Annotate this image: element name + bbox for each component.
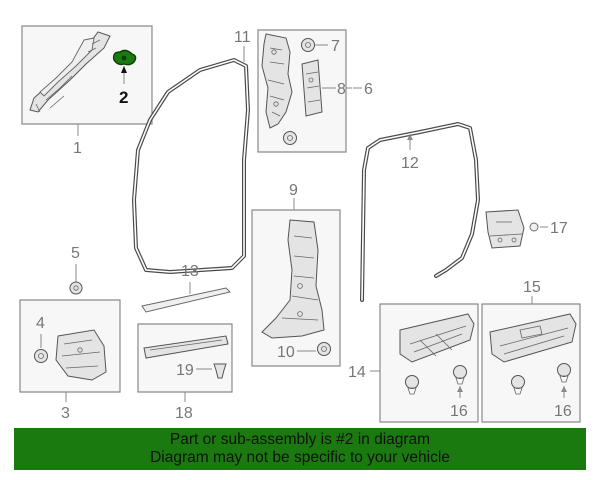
clip-part-16a [453, 365, 467, 385]
callout-7: 7 [331, 38, 340, 55]
clip-part-14a [405, 375, 419, 395]
callout-11: 11 [234, 29, 251, 46]
callout-6: 6 [364, 81, 373, 98]
bracket-part-8 [301, 59, 323, 117]
callout-15: 15 [523, 279, 541, 296]
info-banner: Part or sub-assembly is #2 in diagram Di… [14, 428, 586, 470]
lower-pillar-trim-part [261, 219, 325, 339]
callout-9: 9 [289, 182, 298, 199]
part-11-front-door-seal: 11 [132, 29, 251, 274]
clip-part-10 [317, 342, 331, 356]
parts-diagram: 2 1 11 7 8 6 [19, 25, 581, 423]
callout-1: 1 [73, 140, 82, 157]
step-cover-part-14 [399, 313, 475, 363]
callout-17: 17 [550, 220, 568, 237]
part-13-scuff-strip: 13 [141, 263, 231, 313]
part-17-bracket: 17 [485, 209, 568, 249]
part-box-1 [21, 25, 153, 125]
clip-part-16b [557, 363, 571, 383]
clip-part-19 [213, 363, 227, 379]
banner-line-2: Diagram may not be specific to your vehi… [150, 449, 450, 466]
callout-3: 3 [61, 405, 70, 422]
callout-16-right: 16 [554, 403, 572, 420]
pillar-garnish-part [29, 31, 111, 113]
part-group-1: 2 1 [21, 25, 153, 157]
callout-14: 14 [348, 364, 366, 381]
part-group-18: 19 18 [137, 323, 233, 422]
callout-12: 12 [401, 155, 419, 172]
clip-part-6b [283, 131, 297, 145]
clip-part-2-highlighted [112, 49, 137, 66]
banner-line-1: Part or sub-assembly is #2 in diagram [169, 431, 431, 448]
part-group-6: 7 8 6 [257, 29, 373, 153]
callout-8: 8 [337, 81, 346, 98]
callout-18: 18 [175, 405, 193, 422]
callout-2: 2 [119, 88, 128, 107]
part-group-3: 4 3 [19, 299, 121, 422]
part-group-14: 14 16 [348, 303, 479, 423]
step-cover-part-15 [489, 313, 577, 363]
callout-19: 19 [176, 362, 194, 379]
center-pillar-trim-part [261, 33, 293, 129]
part-group-9: 9 10 [251, 182, 341, 367]
part-12-rear-door-seal: 12 [360, 122, 480, 302]
kick-panel-part [55, 329, 107, 381]
callout-16-left: 16 [450, 403, 468, 420]
callout-4: 4 [36, 315, 45, 332]
callout-13: 13 [181, 263, 199, 280]
part-group-15: 15 16 [481, 279, 581, 423]
part-5-clip: 5 [69, 245, 83, 295]
clip-part-4 [34, 349, 48, 363]
part-box-18 [137, 323, 233, 393]
callout-5: 5 [71, 245, 80, 262]
clip-part-7 [301, 38, 315, 52]
clip-part-15a [511, 375, 525, 395]
callout-10: 10 [277, 344, 295, 361]
